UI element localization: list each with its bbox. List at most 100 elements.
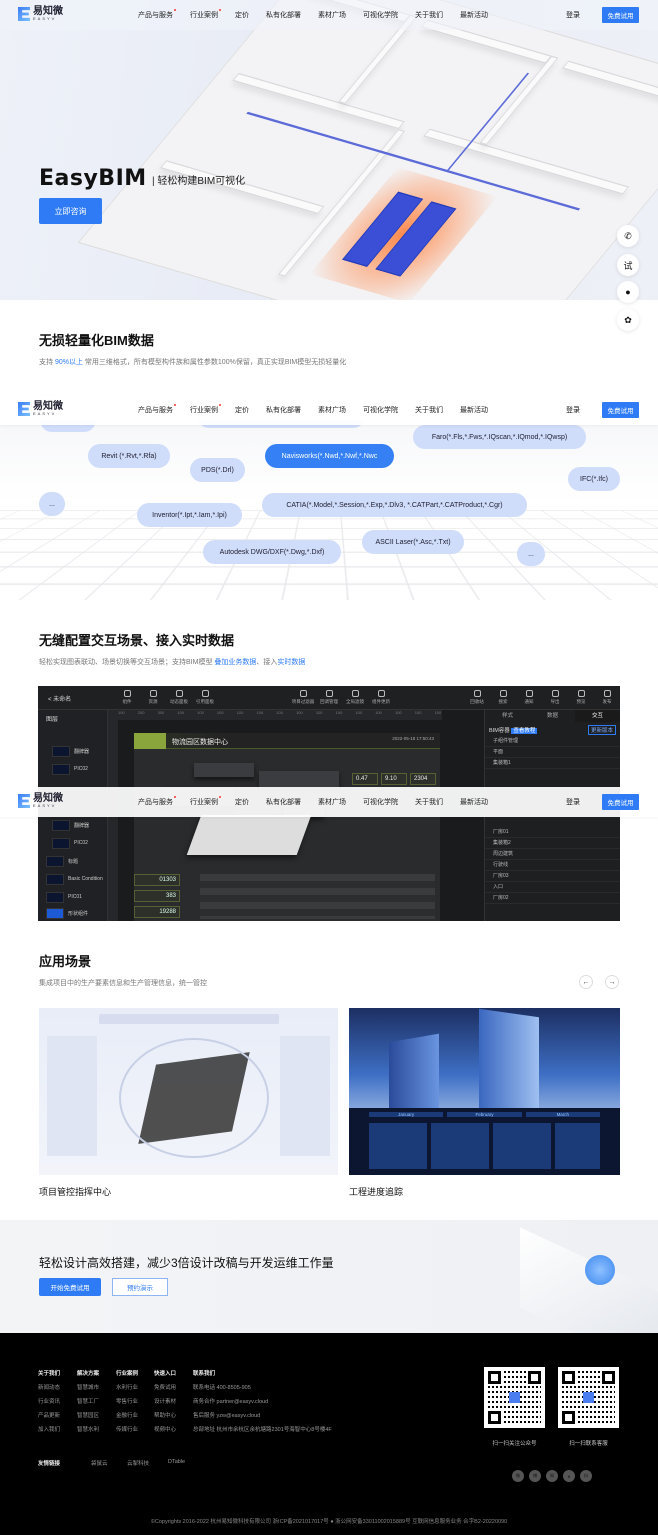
footer-link[interactable]: 新闻动态 xyxy=(38,1385,61,1391)
footer-link[interactable]: 帮助中心 xyxy=(154,1413,177,1419)
footer-link[interactable]: 传媒行业 xyxy=(116,1427,139,1433)
format-tag[interactable]: PDS(*.Drl) xyxy=(190,458,245,482)
toolbar-dynamic-panel[interactable]: 动态面板 xyxy=(166,690,192,705)
layer-item[interactable]: PIC01 xyxy=(38,888,107,906)
format-tag-active[interactable]: Navisworks(*.Nwd,*.Nwf,*.Nwc xyxy=(265,444,394,468)
layer-item[interactable]: 翻牌器 xyxy=(38,742,107,760)
format-tag[interactable]: ... xyxy=(39,492,65,516)
nav-item-about[interactable]: 关于我们 xyxy=(415,12,443,19)
format-tag[interactable]: IFC(*.Ifc) xyxy=(568,467,620,491)
format-tag[interactable]: CATIA(*.Model,*.Session,*.Exp,*.Dlv3, *.… xyxy=(262,493,527,517)
tab-style[interactable]: 样式 xyxy=(501,713,513,719)
book-demo-button[interactable]: 预约演示 xyxy=(112,1278,168,1296)
layer-item[interactable]: PIC02 xyxy=(38,834,107,852)
nav-item-events[interactable]: 最新活动 xyxy=(460,799,488,806)
tab-interaction[interactable]: 交互 xyxy=(575,710,620,722)
layer-item[interactable]: PIC02 xyxy=(38,760,107,778)
footer-link[interactable]: 智慧园区 xyxy=(77,1413,100,1419)
component-item[interactable]: 周边建筑 xyxy=(485,849,620,860)
nav-item-cases[interactable]: 行业案例 xyxy=(190,9,221,19)
footer-link[interactable]: 行业资讯 xyxy=(38,1399,61,1405)
toolbar-callbacks[interactable]: 回调管理 xyxy=(316,690,342,705)
component-item[interactable]: 厂房01 xyxy=(485,827,620,838)
nav-item-assets[interactable]: 素材广场 xyxy=(318,12,346,19)
toolbar-ref-panel[interactable]: 引用面板 xyxy=(192,690,218,705)
prev-arrow-button[interactable]: ← xyxy=(579,975,593,989)
toolbar-update[interactable]: 组件更新 xyxy=(368,690,394,705)
nav-item-private[interactable]: 私有化部署 xyxy=(266,799,301,806)
toolbar-notify[interactable]: 通知 xyxy=(516,690,542,705)
footer-link[interactable]: 产品更新 xyxy=(38,1413,61,1419)
bilibili-icon[interactable]: B xyxy=(563,1470,575,1482)
wechat-icon[interactable]: ✿ xyxy=(617,309,639,331)
footer-link[interactable]: 智慧城市 xyxy=(77,1385,100,1391)
format-tag[interactable]: Autodesk DWG/DXF(*.Dwg,*.Dxf) xyxy=(203,540,341,564)
format-tag[interactable]: Revit (*.Rvt,*.Rfa) xyxy=(88,444,170,468)
toolbar-search[interactable]: 搜索 xyxy=(490,690,516,705)
toolbar-resources[interactable]: 资源 xyxy=(140,690,166,705)
footer-link[interactable]: 设计素材 xyxy=(154,1399,177,1405)
layer-item[interactable]: 形状组件 xyxy=(38,906,107,920)
free-trial-button[interactable]: 免费试用 xyxy=(602,7,639,23)
login-link[interactable]: 登录 xyxy=(566,799,580,806)
layer-item[interactable]: 翻牌器 xyxy=(38,816,107,834)
nav-item-academy[interactable]: 可视化学院 xyxy=(363,12,398,19)
weibo-icon[interactable]: 博 xyxy=(529,1470,541,1482)
nav-item-assets[interactable]: 素材广场 xyxy=(318,799,346,806)
format-tag[interactable]: ASCII Laser(*.Asc,*.Txt) xyxy=(362,530,464,554)
nav-item-academy[interactable]: 可视化学院 xyxy=(363,799,398,806)
next-arrow-button[interactable]: → xyxy=(605,975,619,989)
nav-item-pricing[interactable]: 定价 xyxy=(235,407,249,414)
format-tag[interactable]: ... xyxy=(517,542,545,566)
update-version-button[interactable]: 更新版本 xyxy=(587,725,616,735)
footer-link[interactable]: 零售行业 xyxy=(116,1399,139,1405)
login-link[interactable]: 登录 xyxy=(566,407,580,414)
nav-item-events[interactable]: 最新活动 xyxy=(460,407,488,414)
nav-item-events[interactable]: 最新活动 xyxy=(460,12,488,19)
footer-link[interactable]: 视频中心 xyxy=(154,1427,177,1433)
footer-link[interactable]: 智慧水利 xyxy=(77,1427,100,1433)
nav-item-private[interactable]: 私有化部署 xyxy=(266,12,301,19)
component-item[interactable]: 平面 xyxy=(485,747,620,758)
nav-item-products[interactable]: 产品与服务 xyxy=(138,796,176,806)
nav-item-about[interactable]: 关于我们 xyxy=(415,799,443,806)
tutorial-badge[interactable]: 查看教程 xyxy=(511,728,538,734)
toolbar-preview[interactable]: 预览 xyxy=(568,690,594,705)
consult-button[interactable]: 立即咨询 xyxy=(39,198,102,224)
footer-link[interactable]: 加入我们 xyxy=(38,1427,61,1433)
footer-link[interactable]: 免费试用 xyxy=(154,1385,177,1391)
back-button[interactable]: < 未命名 xyxy=(48,697,72,703)
format-tag[interactable]: Faro(*.Fls,*.Fws,*.IQscan,*.IQmod,*.IQws… xyxy=(413,425,586,449)
chat-icon[interactable]: ● xyxy=(617,281,639,303)
nav-item-assets[interactable]: 素材广场 xyxy=(318,407,346,414)
scenario-card-command-center[interactable] xyxy=(39,1008,338,1175)
nav-item-academy[interactable]: 可视化学院 xyxy=(363,407,398,414)
phone-icon[interactable]: ✆ xyxy=(617,225,639,247)
component-item[interactable]: 厂房02 xyxy=(485,893,620,904)
nav-item-private[interactable]: 私有化部署 xyxy=(266,407,301,414)
toolbar-filter[interactable]: 项目过滤器 xyxy=(290,690,316,705)
toolbar-publish[interactable]: 发布 xyxy=(594,690,620,705)
login-link[interactable]: 登录 xyxy=(566,12,580,19)
format-tag[interactable]: Inventor(*.Ipt,*.Iam,*.Ipi) xyxy=(137,503,242,527)
tab-data[interactable]: 数据 xyxy=(546,713,558,719)
component-item[interactable]: 行驶线 xyxy=(485,860,620,871)
footer-link[interactable]: 金融行业 xyxy=(116,1413,139,1419)
free-trial-button[interactable]: 免费试用 xyxy=(602,402,639,418)
start-trial-button[interactable]: 开始免费试用 xyxy=(39,1278,101,1296)
nav-item-cases[interactable]: 行业案例 xyxy=(190,796,221,806)
component-item[interactable]: 厂房03 xyxy=(485,871,620,882)
layer-item[interactable]: Basic Condition xyxy=(38,870,107,888)
toolbar-components[interactable]: 组件 xyxy=(114,690,140,705)
toolbar-export[interactable]: 导出 xyxy=(542,690,568,705)
zhihu-icon[interactable]: 知 xyxy=(546,1470,558,1482)
nav-item-about[interactable]: 关于我们 xyxy=(415,407,443,414)
component-item[interactable]: 集装箱2 xyxy=(485,838,620,849)
toolbar-recycle[interactable]: 回收站 xyxy=(464,690,490,705)
component-item[interactable]: 集装箱1 xyxy=(485,758,620,769)
sub-component-header[interactable]: 子组件管理 xyxy=(485,736,620,747)
